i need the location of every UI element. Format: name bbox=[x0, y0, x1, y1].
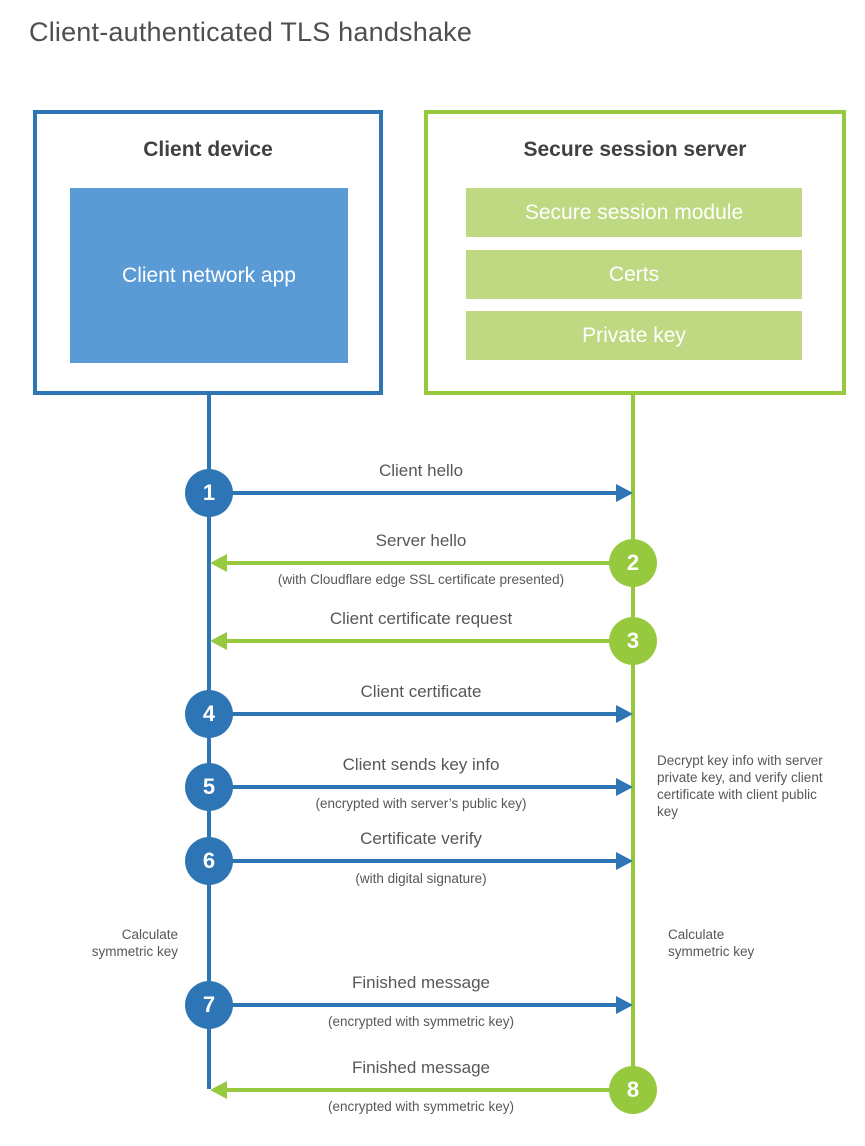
step-6-arrowhead-right-icon bbox=[616, 852, 633, 870]
server-title: Secure session server bbox=[523, 138, 747, 161]
step-6-number: 6 bbox=[202, 848, 216, 873]
step-8-number: 8 bbox=[626, 1077, 640, 1102]
client-network-app-label: Client network app bbox=[122, 263, 296, 287]
page-title: Client-authenticated TLS handshake bbox=[29, 17, 473, 47]
step-1-arrow-line bbox=[209, 491, 617, 495]
step-7-arrowhead-right-icon bbox=[616, 996, 633, 1014]
client-network-app-box: Client network app bbox=[70, 188, 348, 363]
step-2-number: 2 bbox=[626, 550, 640, 575]
step-8-arrowhead-left-icon bbox=[210, 1081, 227, 1099]
step-5-arrowhead-right-icon bbox=[616, 778, 633, 796]
step-5-arrow-line bbox=[209, 785, 617, 789]
step-7-note: (encrypted with symmetric key) bbox=[327, 1014, 515, 1029]
step-2-label: Server hello bbox=[375, 531, 467, 550]
step-3-arrow-line bbox=[226, 639, 633, 643]
step-3-label: Client certificate request bbox=[329, 609, 513, 628]
step-8-note: (encrypted with symmetric key) bbox=[327, 1099, 515, 1114]
calculate-symmetric-key-right-note: Calculate symmetric key bbox=[668, 927, 755, 959]
client-device-box: Client device Client network app bbox=[33, 110, 383, 395]
step-2-arrow-line bbox=[226, 561, 633, 565]
step-2-note: (with Cloudflare edge SSL certificate pr… bbox=[277, 572, 565, 587]
step-8-arrow-line bbox=[226, 1088, 633, 1092]
step-6-number-badge: 6 bbox=[185, 837, 233, 885]
step-6-label: Certificate verify bbox=[360, 829, 482, 848]
decrypt-key-info-note: Decrypt key info with server private key… bbox=[657, 753, 823, 819]
step-1-number: 1 bbox=[202, 480, 216, 505]
server-module-private-key: Private key bbox=[466, 311, 802, 360]
server-module-certs: Certs bbox=[466, 250, 802, 299]
step-3-arrowhead-left-icon bbox=[210, 632, 227, 650]
client-device-title: Client device bbox=[143, 138, 273, 161]
step-4-label: Client certificate bbox=[360, 682, 482, 701]
step-1-arrowhead-right-icon bbox=[616, 484, 633, 502]
step-7-arrow-line bbox=[209, 1003, 617, 1007]
step-2-number-badge: 2 bbox=[609, 539, 657, 587]
step-5-number-badge: 5 bbox=[185, 763, 233, 811]
step-4-number-badge: 4 bbox=[185, 690, 233, 738]
step-5-note: (encrypted with server’s public key) bbox=[315, 796, 527, 811]
step-1-label: Client hello bbox=[378, 461, 464, 480]
step-7-label: Finished message bbox=[352, 973, 490, 992]
server-lifeline bbox=[631, 393, 635, 1090]
step-4-number: 4 bbox=[202, 701, 216, 726]
client-lifeline bbox=[207, 393, 211, 1089]
server-module-secure-session: Secure session module bbox=[466, 188, 802, 237]
secure-session-server-box: Secure session server Secure session mod… bbox=[424, 110, 846, 395]
step-8-number-badge: 8 bbox=[609, 1066, 657, 1114]
step-5-label: Client sends key info bbox=[342, 755, 500, 774]
step-3-number: 3 bbox=[626, 628, 640, 653]
calculate-symmetric-key-left-note: Calculate symmetric key bbox=[91, 927, 178, 959]
step-7-number: 7 bbox=[202, 992, 216, 1017]
step-6-arrow-line bbox=[209, 859, 617, 863]
step-3-number-badge: 3 bbox=[609, 617, 657, 665]
step-7-number-badge: 7 bbox=[185, 981, 233, 1029]
step-2-arrowhead-left-icon bbox=[210, 554, 227, 572]
step-4-arrow-line bbox=[209, 712, 617, 716]
step-5-number: 5 bbox=[202, 774, 216, 799]
step-4-arrowhead-right-icon bbox=[616, 705, 633, 723]
step-6-note: (with digital signature) bbox=[355, 871, 487, 886]
step-8-label: Finished message bbox=[352, 1058, 490, 1077]
step-1-number-badge: 1 bbox=[185, 469, 233, 517]
